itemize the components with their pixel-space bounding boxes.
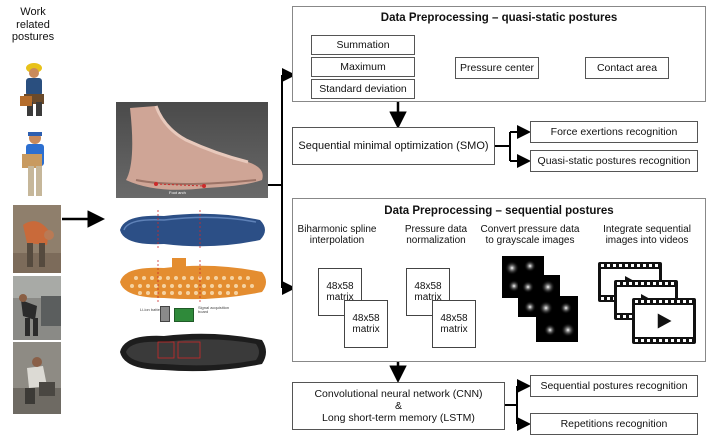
worker-photo-kneeling [13,342,61,414]
matrix-card-a2: 48x58 matrix [344,300,388,348]
step-grayscale: Convert pressure data to grayscale image… [480,224,580,247]
matrix-card-b2: 48x58 matrix [432,300,476,348]
worker-photo-lifting [14,58,54,120]
signal-board-label: Signal acquisition board [198,305,230,314]
standard-deviation-box: Standard deviation [311,79,415,99]
pressure-sensor-array [114,258,270,304]
circuit-board-icon [174,308,194,322]
worker-photo-carrying [18,130,52,200]
video-frame-3 [632,298,696,344]
play-icon [657,313,672,329]
step-interpolation: Biharmonic spline interpolation [297,224,377,247]
sequential-panel-title: Data Preprocessing – sequential postures [384,205,614,217]
insole-cover-layer [114,208,270,252]
battery-icon [160,306,170,322]
battery-label: Li-ion battery [140,307,164,312]
insole-outsole-package [114,328,270,374]
foot-arch-label: Foot arch [169,190,186,195]
repetitions-output: Repetitions recognition [530,413,698,435]
foot-render: Foot arch [116,102,268,198]
worker-photo-bending [13,205,61,273]
quasi-static-panel-title: Data Preprocessing – quasi-static postur… [380,12,618,24]
cnn-lstm-box: Convolutional neural network (CNN) & Lon… [292,382,505,430]
grayscale-image-3 [536,296,578,342]
summation-box: Summation [311,35,415,55]
force-exertions-output: Force exertions recognition [530,121,698,143]
smo-box: Sequential minimal optimization (SMO) [292,127,495,165]
contact-area-box: Contact area [585,57,669,79]
quasi-static-output: Quasi-static postures recognition [530,150,698,172]
step-normalization: Pressure data normalization [404,224,468,247]
work-postures-title: Work related postures [11,6,55,44]
pressure-center-box: Pressure center [455,57,539,79]
sequential-postures-output: Sequential postures recognition [530,375,698,397]
step-video: Integrate sequential images into videos [603,224,691,247]
electronics-layer: Li-ion battery Signal acquisition board [140,304,236,326]
worker-photo-pushing [13,276,61,340]
maximum-box: Maximum [311,57,415,77]
